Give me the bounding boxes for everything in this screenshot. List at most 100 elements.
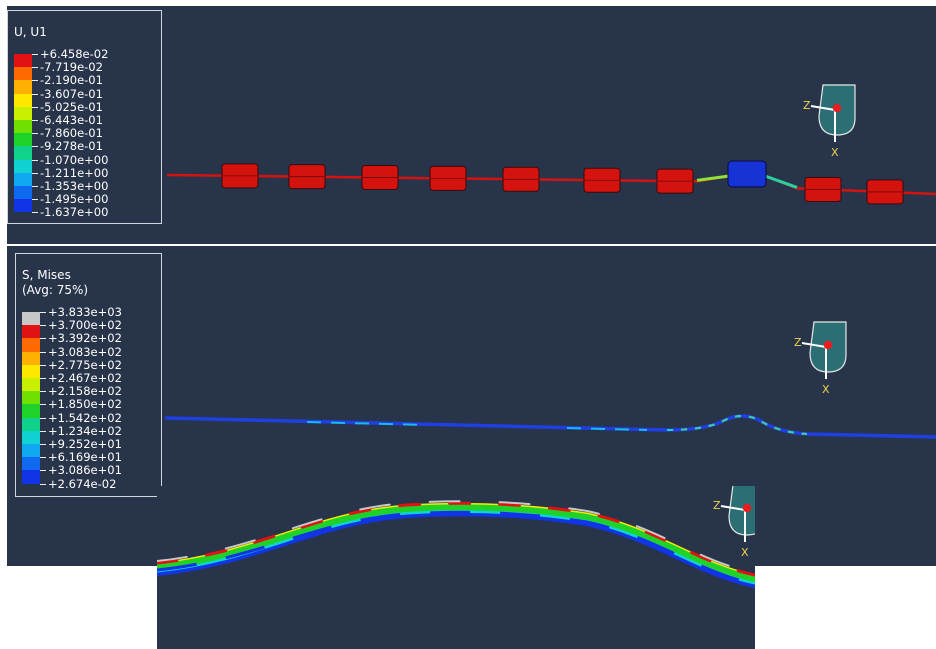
legend-entry: +3.083e+02 — [22, 345, 162, 365]
legend-swatch — [22, 457, 40, 471]
legend-entry: +6.169e+01 — [22, 451, 162, 471]
triad-z-axis — [720, 505, 746, 511]
legend-entry: -1.353e+00 — [14, 180, 154, 200]
triad-z-label: Z — [803, 99, 811, 112]
triad-x-label: X — [831, 146, 839, 159]
legend-swatch — [22, 364, 40, 378]
legend-label: -1.353e+00 — [40, 179, 109, 193]
legend-swatch — [14, 159, 32, 173]
legend-tick — [32, 67, 38, 69]
legend-swatch — [22, 470, 40, 484]
legend-tick — [40, 417, 46, 419]
legend-label: -6.443e-01 — [40, 113, 103, 127]
legend-swatch — [14, 67, 32, 81]
legend-tick — [40, 470, 46, 472]
zoom-plot: ZX — [157, 486, 755, 588]
legend-swatch — [22, 430, 40, 444]
legend-label: +3.700e+02 — [48, 318, 122, 333]
legend-swatch — [22, 325, 40, 339]
legend-swatch — [22, 404, 40, 418]
legend-entry: -1.495e+00 — [14, 193, 154, 213]
legend-swatch — [14, 133, 32, 147]
legend-swatch — [14, 106, 32, 120]
u1-viewport: U, U1 +6.458e-02-7.719e-02-2.190e-01-3.6… — [7, 6, 936, 244]
triad-x-label: X — [822, 383, 830, 396]
legend-swatch — [22, 444, 40, 458]
legend-label: -5.025e-01 — [40, 99, 103, 114]
legend-label: +6.169e+01 — [48, 450, 122, 465]
legend-tick — [40, 391, 46, 393]
legend-entry: +2.775e+02 — [22, 358, 162, 378]
legend-tick — [32, 199, 38, 201]
legend-tick — [32, 172, 38, 174]
triad-origin — [832, 103, 842, 113]
legend-swatch — [22, 391, 40, 405]
legend-tick — [40, 444, 46, 445]
legend-tick — [32, 93, 38, 95]
legend-tick — [40, 404, 46, 406]
legend-label: +2.158e+02 — [48, 384, 122, 399]
legend-tick — [32, 120, 38, 121]
triad-z-label: Z — [794, 336, 802, 349]
triad-origin — [742, 503, 752, 513]
legend-entry: -2.190e-01 — [14, 74, 154, 94]
view-triad-icon: ZX — [713, 486, 755, 559]
legend-label: +3.833e+03 — [48, 305, 122, 319]
legend-label: -1.495e+00 — [40, 192, 109, 207]
transition-segment — [764, 174, 798, 189]
u1-legend: U, U1 +6.458e-02-7.719e-02-2.190e-01-3.6… — [7, 10, 162, 224]
legend-tick — [40, 483, 46, 485]
zoom-stress-band — [157, 504, 755, 582]
legend-label: -3.607e-01 — [40, 86, 103, 101]
legend-swatch — [14, 93, 32, 107]
legend-entry: -6.443e-01 — [14, 114, 154, 134]
legend-label: +3.392e+02 — [48, 331, 122, 346]
legend-entry: +1.234e+02 — [22, 424, 162, 444]
triad-z-axis — [801, 342, 827, 348]
legend-entry: +3.833e+03 — [22, 306, 162, 326]
legend-tick — [32, 159, 38, 161]
legend-swatch — [14, 199, 32, 213]
legend-label: -1.637e+00 — [40, 205, 109, 220]
legend-entry: +3.392e+02 — [22, 332, 162, 352]
triad-origin — [823, 340, 833, 350]
legend-label: +1.542e+02 — [48, 410, 122, 425]
view-triad-icon: ZX — [794, 321, 847, 396]
legend-tick — [32, 186, 38, 187]
triad-x-label: X — [741, 546, 749, 559]
legend-tick — [40, 378, 46, 379]
legend-tick — [40, 312, 46, 313]
transition-segment — [696, 174, 730, 182]
legend-tick — [40, 351, 46, 353]
view-triad-icon: ZX — [803, 84, 856, 159]
legend-label: +3.083e+02 — [48, 344, 122, 359]
legend-swatch — [22, 312, 40, 326]
legend-tick — [32, 106, 38, 108]
legend-entry: -1.211e+00 — [14, 166, 154, 186]
legend-entry: +1.850e+02 — [22, 398, 162, 418]
legend-entry: -7.860e-01 — [14, 127, 154, 147]
legend-label: +3.086e+01 — [48, 463, 122, 478]
legend-label: +2.775e+02 — [48, 357, 122, 372]
legend-label: +2.467e+02 — [48, 371, 122, 385]
blue-element-block — [727, 160, 767, 188]
legend-entry: +2.158e+02 — [22, 385, 162, 405]
legend-tick — [32, 133, 38, 135]
legend-tick — [32, 80, 38, 82]
legend-label: -7.860e-01 — [40, 126, 103, 141]
zoom-outer-band — [157, 510, 755, 586]
legend-swatch — [14, 146, 32, 160]
legend-label: +9.252e+01 — [48, 437, 122, 451]
legend-entry: +2.467e+02 — [22, 372, 162, 392]
legend-entry: +1.542e+02 — [22, 411, 162, 431]
triad-z-label: Z — [713, 499, 721, 512]
triad-z-axis — [810, 105, 836, 111]
legend-entry: -1.070e+00 — [14, 153, 154, 173]
legend-label: -9.278e-01 — [40, 139, 103, 154]
legend-entry: +6.458e-02 — [14, 48, 154, 68]
legend-entry: +2.674e-02 — [22, 477, 162, 497]
legend-label: -7.719e-02 — [40, 60, 103, 75]
legend-tick — [32, 146, 38, 148]
legend-label: -2.190e-01 — [40, 73, 103, 88]
